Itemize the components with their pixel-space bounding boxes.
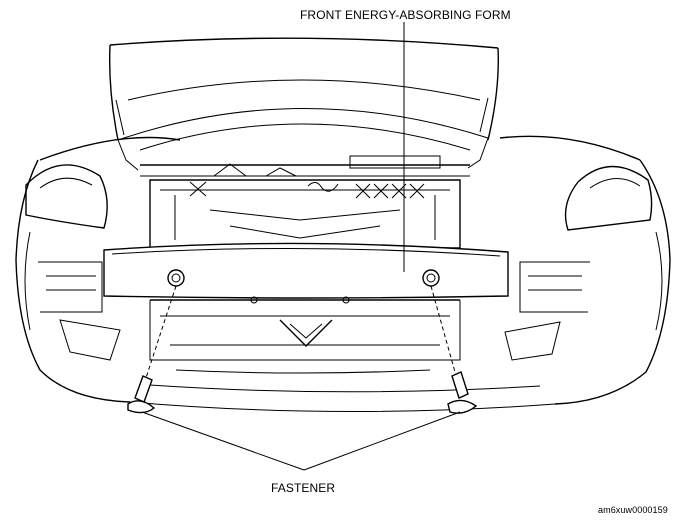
front-energy-absorbing-form: [103, 242, 509, 304]
right-fastener: [447, 371, 478, 414]
right-headlamp: [564, 165, 653, 231]
raised-hood: [108, 37, 499, 151]
form-callout-label: FRONT ENERGY-ABSORBING FORM: [300, 8, 511, 22]
vehicle-body-outline: [15, 135, 671, 413]
radiator-support: [140, 155, 470, 249]
left-fastener: [127, 375, 156, 414]
figure-code-label: am6xuw0000159: [598, 505, 668, 515]
leader-lines: [141, 22, 461, 471]
fastener-insertion-paths: [143, 285, 461, 391]
fastener-callout-label: FASTENER: [271, 481, 336, 495]
left-headlamp: [25, 164, 108, 229]
lower-crossmember: [149, 299, 461, 374]
lower-grille: [38, 261, 590, 361]
hood-hinges: [117, 137, 489, 171]
